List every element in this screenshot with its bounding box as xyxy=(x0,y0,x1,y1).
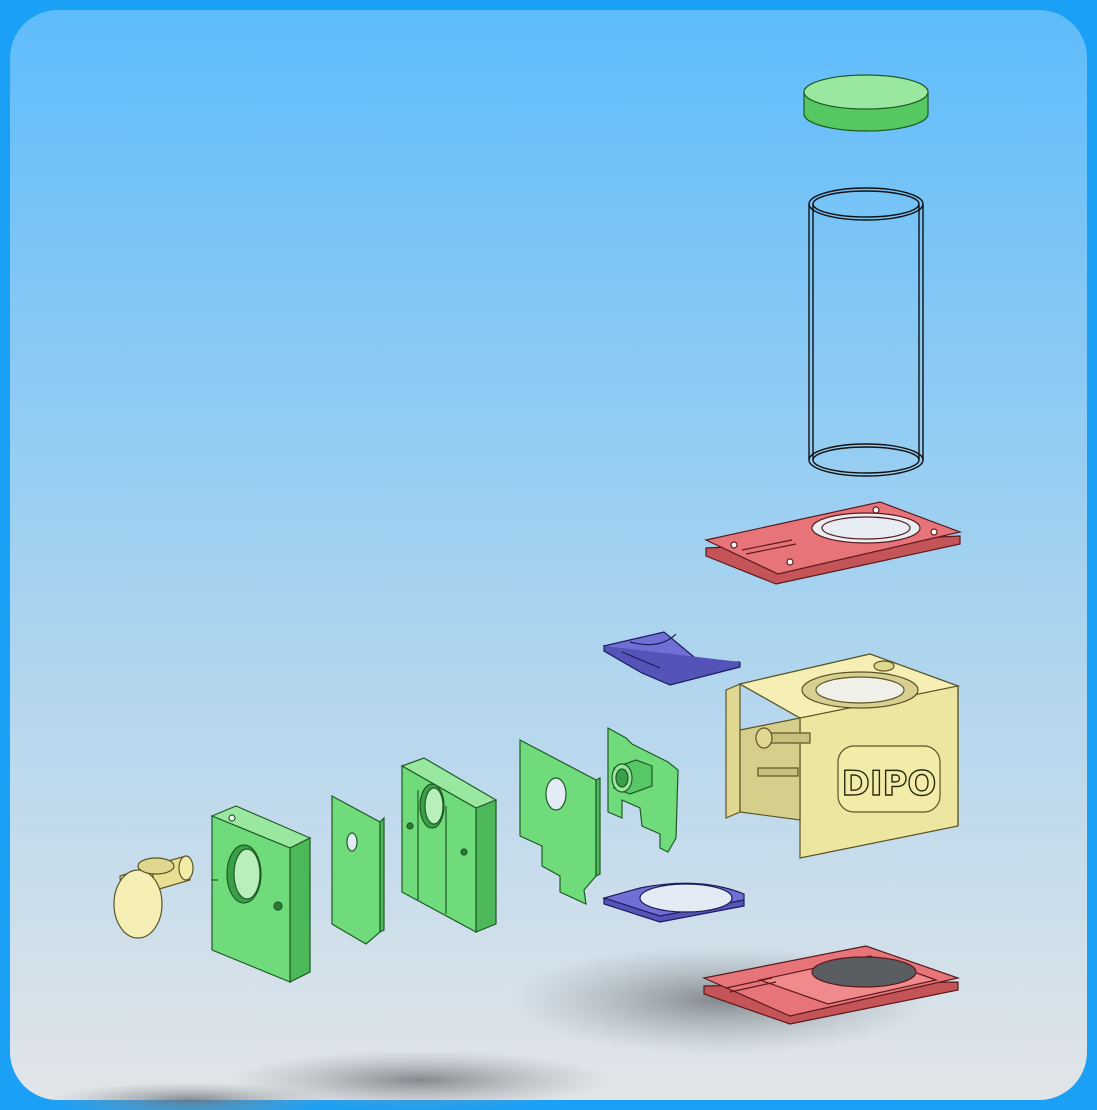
transparent-cylinder xyxy=(808,187,924,477)
knob xyxy=(113,855,194,939)
cutout-plate xyxy=(519,739,601,906)
middle-block xyxy=(400,757,498,934)
bracket-plate xyxy=(607,726,679,853)
main-housing: DIPO xyxy=(725,653,961,859)
fork-shim xyxy=(602,631,741,686)
ring-shim xyxy=(601,882,745,923)
floor-shadow-far xyxy=(50,1082,330,1110)
front-block xyxy=(210,805,312,983)
cap-disc xyxy=(803,74,929,132)
floor-shadow-left xyxy=(230,1050,610,1110)
thin-plate xyxy=(331,794,385,945)
viewport-background xyxy=(10,10,1087,1100)
bottom-mount-plate xyxy=(702,945,961,1025)
top-mount-plate xyxy=(704,501,963,585)
housing-label: DIPO xyxy=(842,764,937,804)
